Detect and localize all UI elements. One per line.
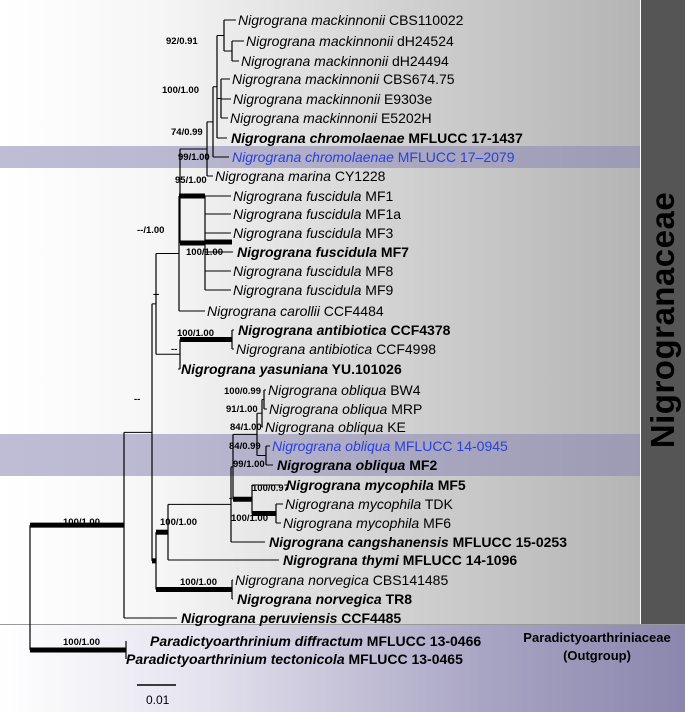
taxon-label: Paradictyoarthrinium diffractum MFLUCC 1… [150,633,481,649]
taxon-label: Nigrograna cangshanensis MFLUCC 15-0253 [269,534,567,550]
taxon-label: Nigrograna norvegica TR8 [237,591,412,607]
support-value: 84/0.99 [229,441,261,452]
highlight-chromolaenae [0,146,640,168]
support-value: 74/0.99 [171,127,203,138]
outgroup-family-name: Paradictyoarthriniaceae [523,630,671,645]
taxon-label: Nigrograna mackinnonii E5202H [230,110,432,126]
support-values: 92/0.91 100/1.00 74/0.99 99/1.00 95/1.00 100/… [63,36,289,648]
support-value: 100/1.00 [231,513,268,524]
support-value: 100/0.97 [252,483,289,494]
outgroup-background [0,625,685,712]
support-value: 100/1.00 [180,577,217,588]
family-bar [641,0,685,625]
taxon-label: Nigrograna obliqua KE [265,419,406,435]
taxon-label: Nigrograna antibiotica CCF4378 [238,322,451,338]
support-value: 100/0.99 [224,386,261,397]
taxon-label: Nigrograna fuscidula MF1a [233,206,401,222]
taxon-label: Nigrograna chromolaenae MFLUCC 17-1437 [231,130,523,146]
taxon-label: Nigrograna mycophila TDK [285,496,453,512]
taxon-label: Nigrograna norvegica CBS141485 [235,572,448,588]
taxon-label: Nigrograna mackinnonii E9303e [233,91,432,107]
taxon-label: Nigrograna fuscidula MF3 [233,225,394,241]
scale-bar-label: 0.01 [146,693,170,707]
support-value: 92/0.91 [166,36,198,47]
taxon-label: Paradictyoarthrinium tectonicola MFLUCC … [126,651,463,667]
support-value: 100/1.00 [177,328,214,339]
support-value: -- [229,493,235,504]
support-value: 99/1.00 [233,459,265,470]
taxon-label: Nigrograna mackinnonii dH24494 [241,53,449,69]
taxon-label: Nigrograna yasuniana YU.101026 [181,361,402,377]
outgroup-note: (Outgroup) [563,648,631,663]
support-value: 100/1.00 [162,85,199,96]
taxon-label: Nigrograna fuscidula MF7 [237,244,409,260]
taxon-label: Nigrograna mackinnonii CBS110022 [238,12,464,28]
highlight-obliqua [0,434,640,476]
support-value: 100/1.00 [63,517,100,528]
support-value: 100/1.00 [160,517,197,528]
support-value: -- [134,394,140,405]
support-value: 100/1.00 [186,247,223,258]
taxon-label: Nigrograna fuscidula MF1 [233,188,394,204]
taxon-label: Nigrograna obliqua MFLUCC 14-0945 [272,438,508,454]
taxon-label: Nigrograna fuscidula MF8 [233,263,394,279]
taxon-label: Nigrograna mycophila MF5 [286,477,466,493]
taxon-label: Nigrograna fuscidula MF9 [233,282,394,298]
support-value: 99/1.00 [178,152,210,163]
taxon-label: Nigrograna mycophila MF6 [283,515,451,531]
taxon-labels: Nigrograna mackinnonii CBS110022Nigrogra… [126,12,567,667]
taxon-label: Nigrograna obliqua BW4 [268,382,421,398]
taxon-label: Nigrograna carollii CCF4484 [207,303,384,319]
taxon-label: Nigrograna peruviensis CCF4485 [181,610,401,626]
ingroup-background [0,0,640,625]
support-value: -- [153,289,159,300]
support-value: --/1.00 [137,225,164,236]
support-value: 95/1.00 [175,175,207,186]
tree-branches [29,19,283,659]
taxon-label: Nigrograna thymi MFLUCC 14-1096 [283,552,517,568]
taxon-label: Nigrograna mackinnonii dH24524 [246,33,454,49]
taxon-label: Nigrograna antibiotica CCF4998 [236,341,436,357]
taxon-label: Nigrograna obliqua MF2 [277,457,437,473]
outgroup-label: Paradictyoarthriniaceae (Outgroup) [512,629,682,665]
support-value: 91/1.00 [226,404,258,415]
taxon-label: Nigrograna chromolaenae MFLUCC 17–2079 [232,149,515,165]
support-value: 84/1.00 [230,422,262,433]
support-value: -- [171,344,177,355]
family-separator [0,624,685,625]
taxon-label: Nigrograna obliqua MRP [269,401,422,417]
taxon-label: Nigrograna mackinnonii CBS674.75 [232,71,455,87]
taxon-label: Nigrograna marina CY1228 [215,168,386,184]
support-value: 100/1.00 [63,637,100,648]
